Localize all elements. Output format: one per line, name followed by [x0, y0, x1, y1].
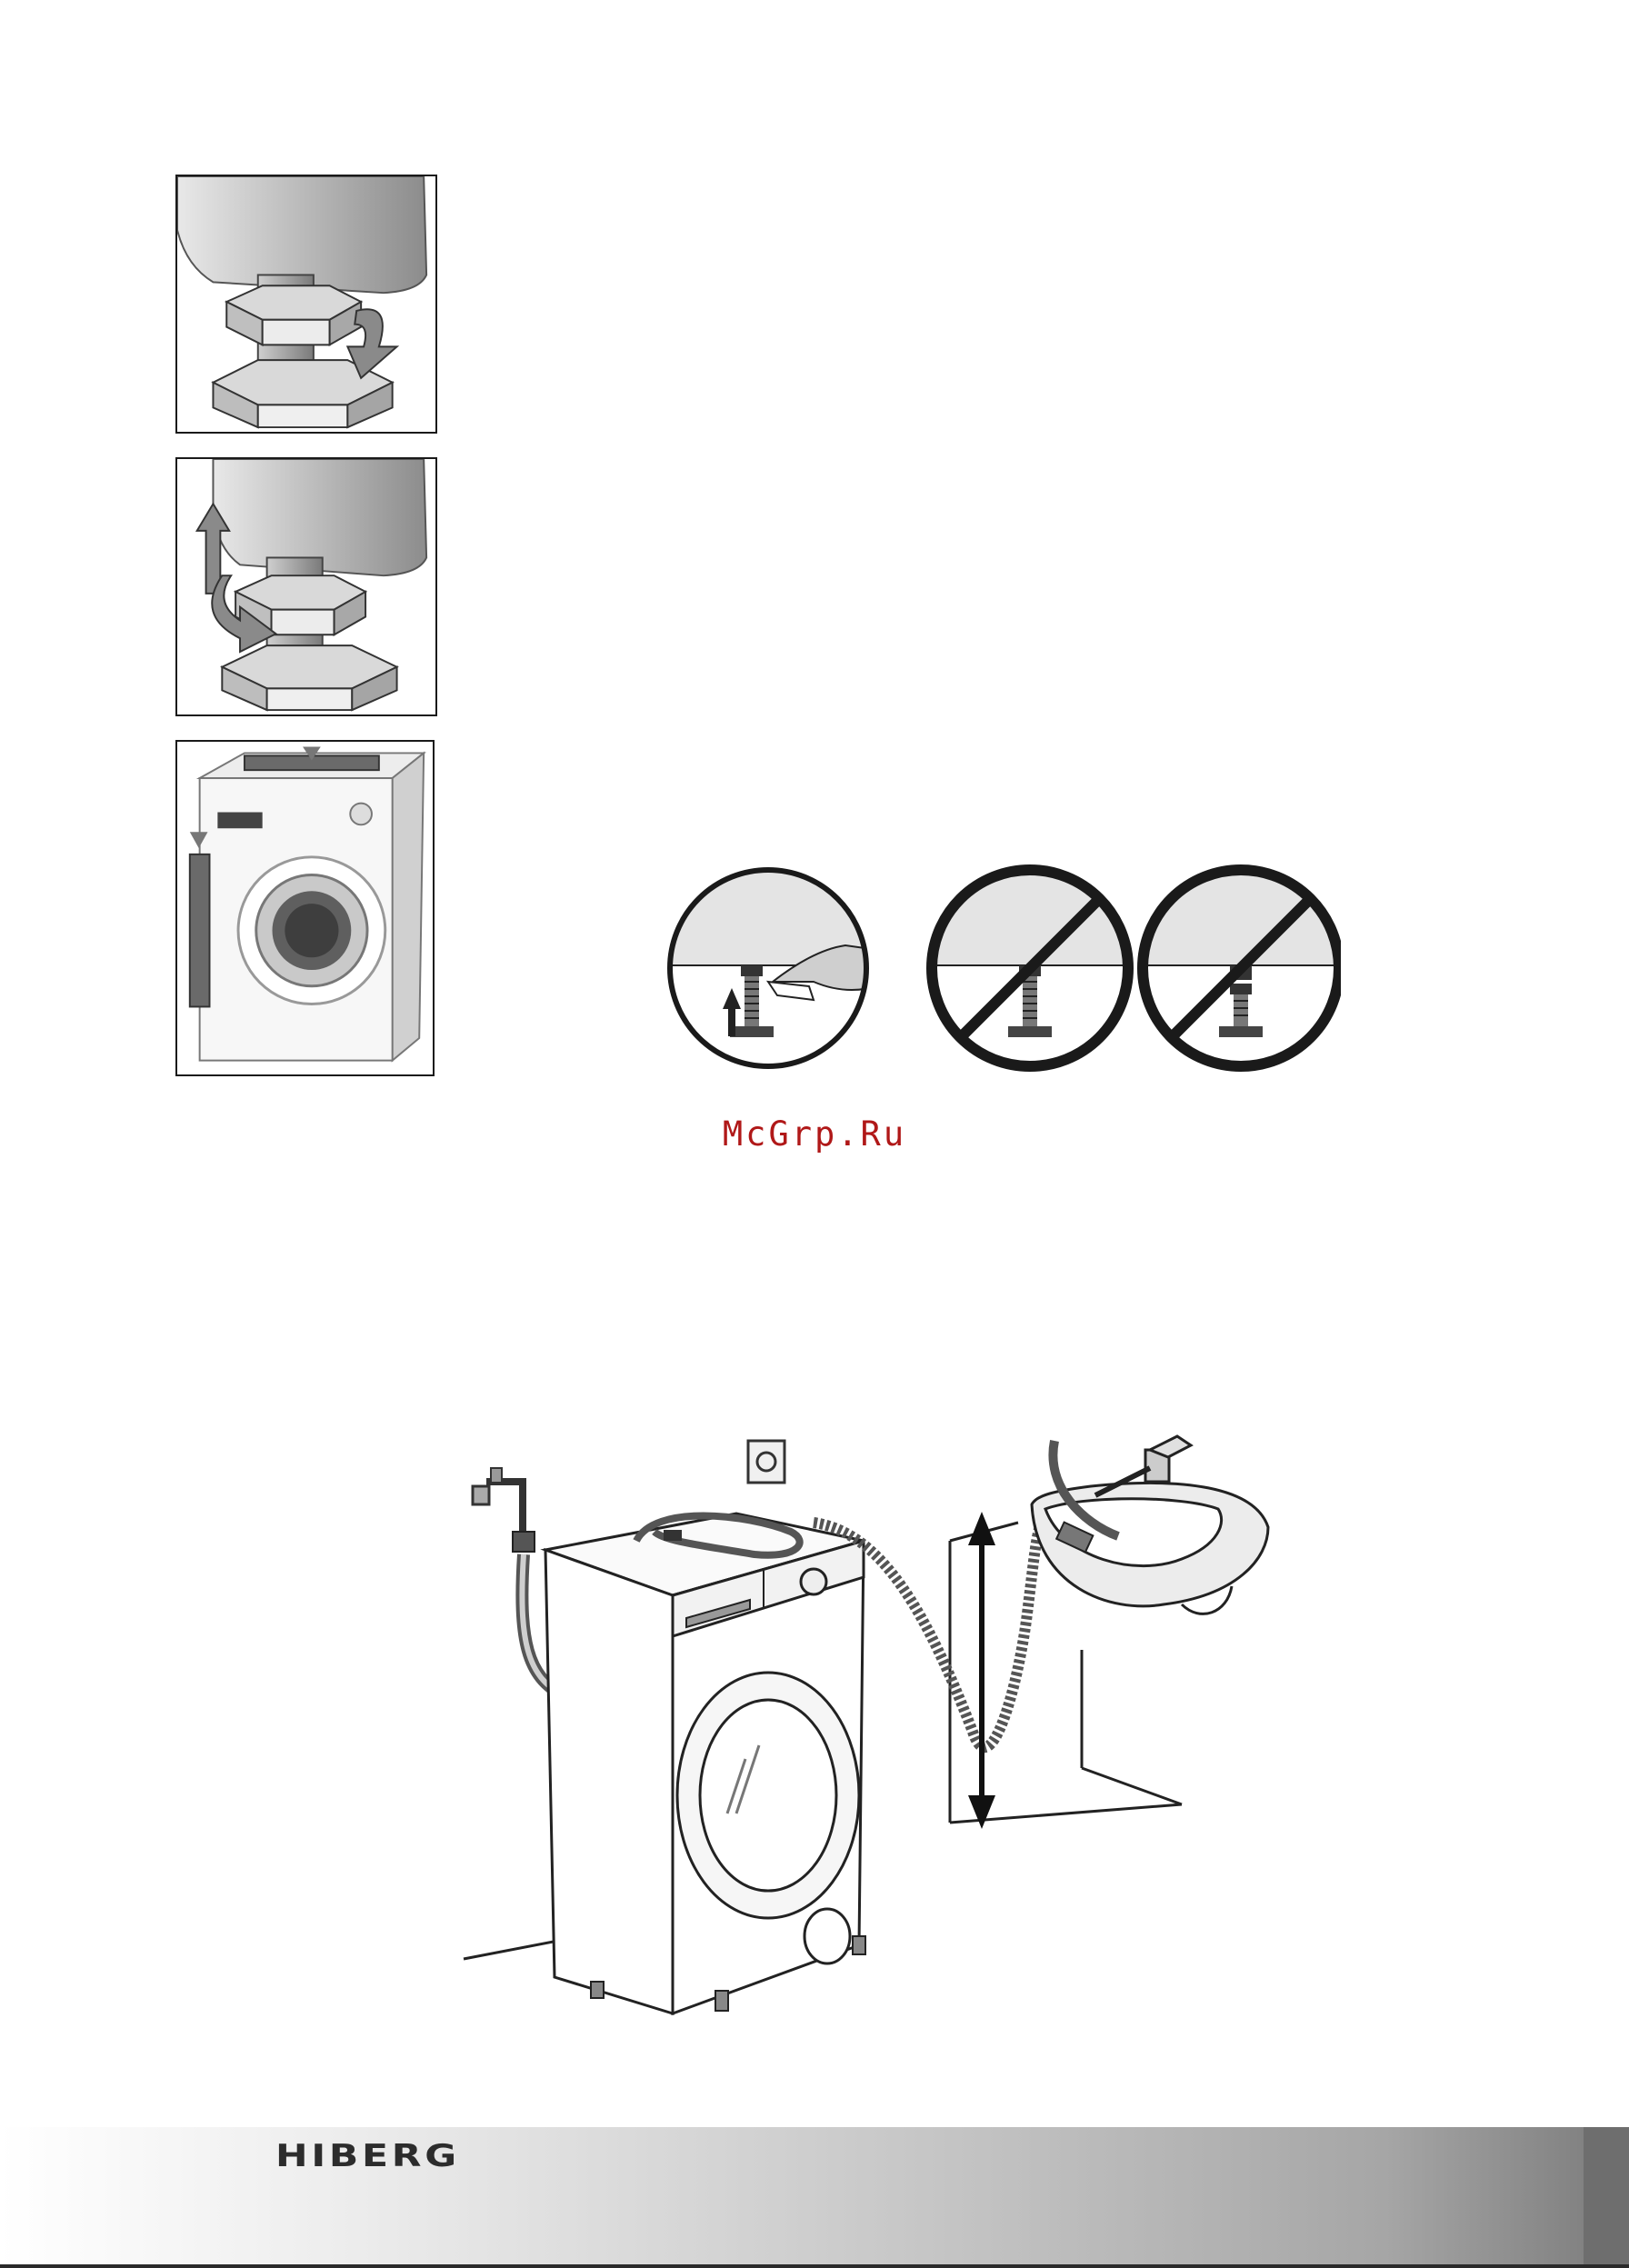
sink-icon: [1032, 1436, 1268, 1614]
height-arrow-icon: [968, 1512, 995, 1829]
installation-scene-icon: [455, 1432, 1300, 2032]
incorrect-foot-icon-1: [923, 870, 1141, 1066]
footer-bar: [0, 2127, 1629, 2268]
figure-adjust-height: [175, 457, 437, 716]
footer-dark-block: [1584, 2127, 1629, 2268]
figure-level-check: [175, 740, 435, 1076]
footer-line: [0, 2264, 1629, 2268]
incorrect-foot-icon-2: [1134, 870, 1341, 1066]
outlet-icon: [748, 1441, 785, 1483]
correct-and-incorrect-foot-icons: [650, 859, 1341, 1077]
figure-lock-nut: [175, 175, 437, 434]
watermark: McGrp.Ru: [0, 1114, 1629, 1154]
correct-foot-icon: [668, 870, 886, 1066]
washing-machine-level-icon: [177, 742, 433, 1074]
lock-nut-rotate-icon: [177, 176, 435, 432]
adjust-foot-height-icon: [177, 459, 435, 714]
washing-machine-icon: [545, 1514, 865, 2013]
brand-logo: HIBERG: [275, 2138, 460, 2174]
